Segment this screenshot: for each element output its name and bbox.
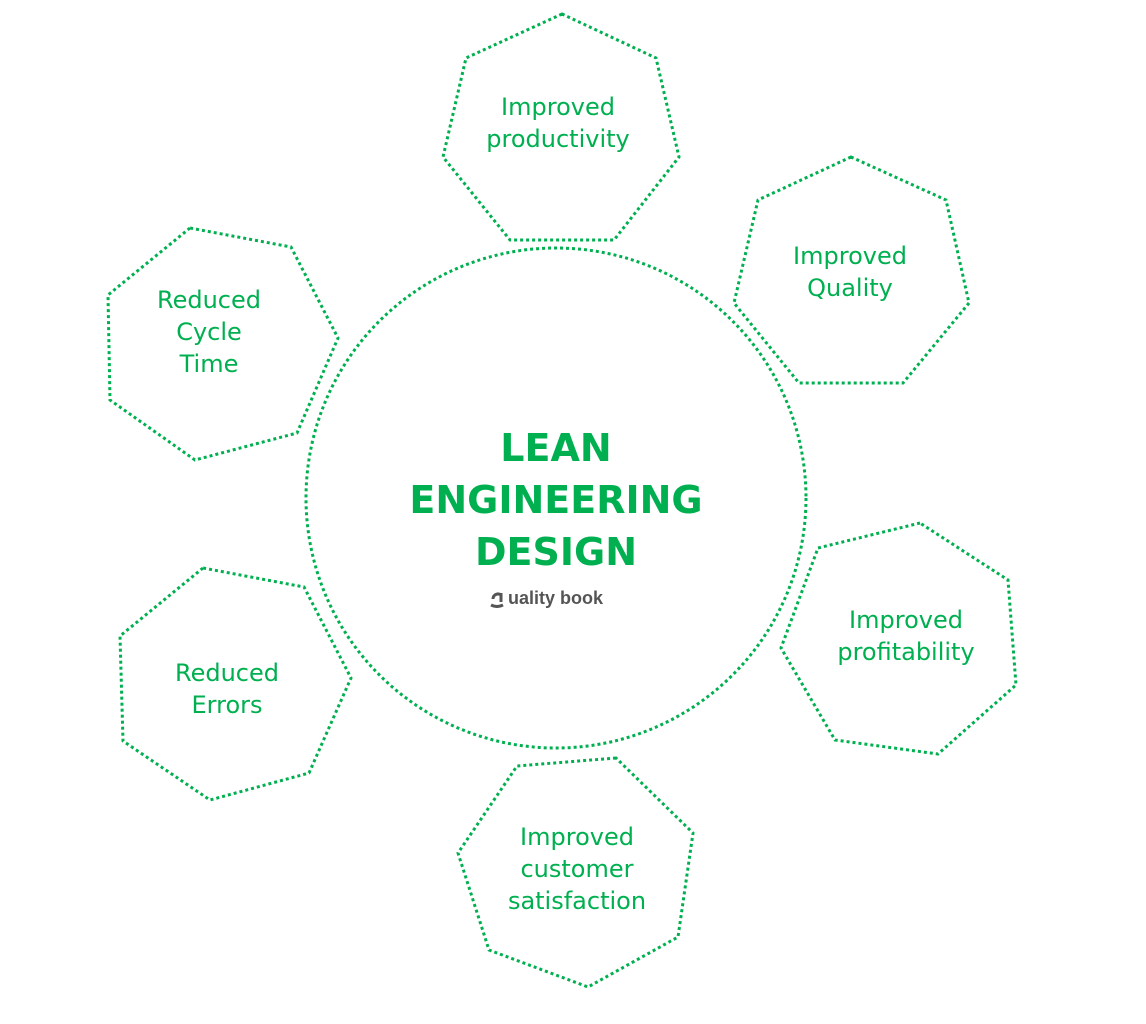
title-line: LEAN <box>500 426 612 470</box>
logo-q-icon <box>490 592 504 608</box>
node-line: satisfaction <box>507 887 647 915</box>
logo-text: uality book <box>508 588 604 608</box>
heptagon-cycle-time <box>106 226 340 462</box>
node-line: productivity <box>486 125 630 153</box>
node-line: customer <box>520 855 634 883</box>
node-improved-customer-satisfaction: Improved customer satisfaction <box>508 821 646 917</box>
heptagon-customer-satisfaction <box>456 756 695 989</box>
title-line: DESIGN <box>474 530 638 574</box>
node-improved-productivity: Improved productivity <box>486 91 629 155</box>
node-reduced-cycle-time: Reduced Cycle Time <box>157 284 261 380</box>
heptagon-profitability <box>779 521 1018 756</box>
heptagon-errors <box>118 566 353 802</box>
node-line: Reduced <box>156 286 262 314</box>
node-line: Errors <box>191 691 263 719</box>
node-improved-profitability: Improved profitability <box>837 604 974 668</box>
node-line: Cycle <box>176 318 242 346</box>
node-line: profitability <box>837 638 975 666</box>
center-circle <box>304 246 808 750</box>
node-line: Improved <box>793 242 907 270</box>
node-line: Time <box>179 350 239 378</box>
node-line: Reduced <box>174 659 280 687</box>
node-line: Quality <box>807 274 893 302</box>
center-title: LEAN ENGINEERING DESIGN <box>409 422 702 578</box>
node-improved-quality: Improved Quality <box>793 240 907 304</box>
node-line: Improved <box>501 93 615 121</box>
node-reduced-errors: Reduced Errors <box>175 657 279 721</box>
title-line: ENGINEERING <box>409 478 703 522</box>
quality-book-logo: uality book <box>490 588 603 609</box>
node-line: Improved <box>849 606 963 634</box>
node-line: Improved <box>520 823 634 851</box>
heptagon-productivity <box>441 12 681 242</box>
heptagon-quality <box>732 155 971 385</box>
